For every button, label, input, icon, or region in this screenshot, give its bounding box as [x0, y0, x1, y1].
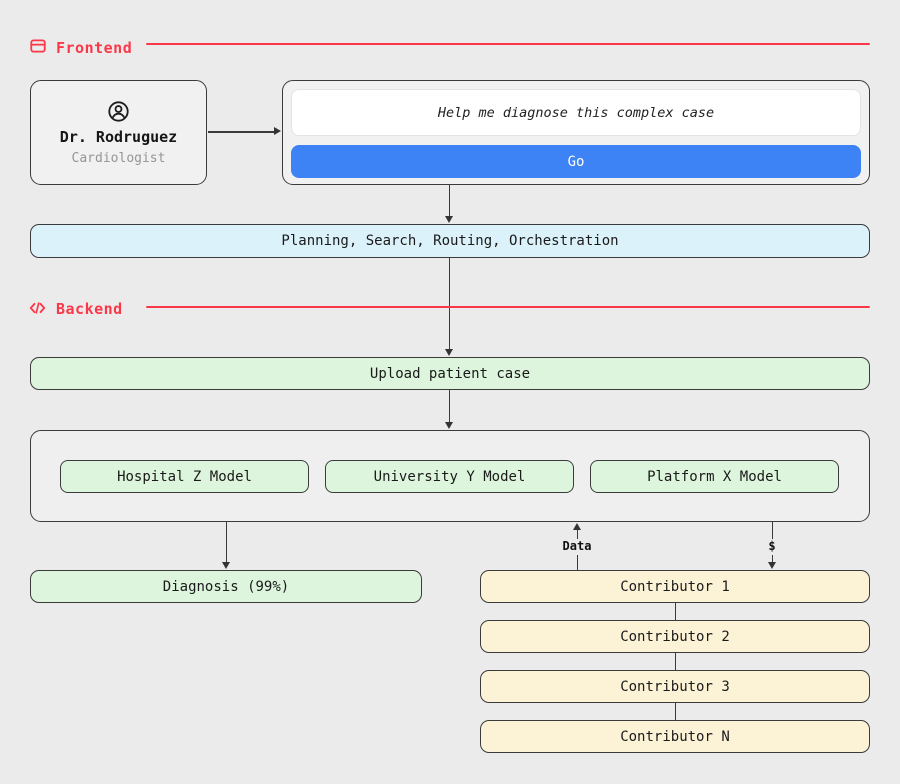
upload-label: Upload patient case	[369, 365, 531, 382]
upload-bar: Upload patient case	[30, 357, 870, 390]
payment-flow-label: $	[762, 539, 782, 554]
frontend-divider-line	[146, 43, 870, 45]
contributor-n-box: Contributor N	[480, 720, 870, 753]
arrowhead-payment-down	[767, 562, 776, 569]
backend-section-label: Backend	[56, 300, 123, 318]
connector-orchestration-to-upload	[448, 258, 450, 350]
connector-doctor-to-prompt	[208, 131, 275, 133]
arrowhead-data-up	[572, 523, 581, 530]
arrowhead-upload-to-models	[444, 422, 453, 429]
diagnosis-box: Diagnosis (99%)	[30, 570, 422, 603]
contributor-2-box: Contributor 2	[480, 620, 870, 653]
frontend-section-label: Frontend	[56, 39, 133, 57]
contributor-1-box: Contributor 1	[480, 570, 870, 603]
model-university-y: University Y Model	[325, 460, 574, 493]
arrowhead-models-to-diagnosis	[221, 562, 230, 569]
connector-c3-cn	[674, 703, 676, 720]
prompt-panel: Help me diagnose this complex case Go	[282, 80, 870, 185]
connector-c1-c2	[674, 603, 676, 620]
data-flow-label: Data	[555, 539, 599, 554]
user-circle-icon	[108, 100, 129, 122]
orchestration-bar: Planning, Search, Routing, Orchestration	[30, 224, 870, 258]
arrowhead-orchestration-to-upload	[444, 349, 453, 356]
browser-icon	[30, 39, 46, 53]
doctor-card: Dr. Rodruguez Cardiologist	[30, 80, 207, 185]
code-icon	[29, 302, 46, 314]
diagnosis-label: Diagnosis (99%)	[162, 578, 290, 595]
connector-upload-to-models	[448, 390, 450, 424]
models-container: Hospital Z Model University Y Model Plat…	[30, 430, 870, 522]
arrowhead-doctor-to-prompt	[274, 127, 281, 135]
connector-c2-c3	[674, 653, 676, 670]
connector-prompt-to-orchestration	[448, 185, 450, 218]
prompt-input[interactable]: Help me diagnose this complex case	[291, 89, 861, 136]
connector-payment-upper	[771, 522, 773, 539]
connector-models-to-diagnosis	[225, 522, 227, 564]
connector-data-upper	[576, 529, 578, 539]
orchestration-label: Planning, Search, Routing, Orchestration	[281, 233, 619, 249]
doctor-name: Dr. Rodruguez	[59, 127, 178, 146]
model-platform-x: Platform X Model	[590, 460, 839, 493]
connector-data-lower	[576, 555, 578, 570]
arrowhead-prompt-to-orchestration	[444, 216, 453, 223]
go-button[interactable]: Go	[291, 145, 861, 178]
connector-payment-lower	[771, 555, 773, 563]
contributor-3-box: Contributor 3	[480, 670, 870, 703]
doctor-role: Cardiologist	[71, 150, 166, 166]
model-hospital-z: Hospital Z Model	[60, 460, 309, 493]
backend-divider-line	[146, 306, 870, 308]
